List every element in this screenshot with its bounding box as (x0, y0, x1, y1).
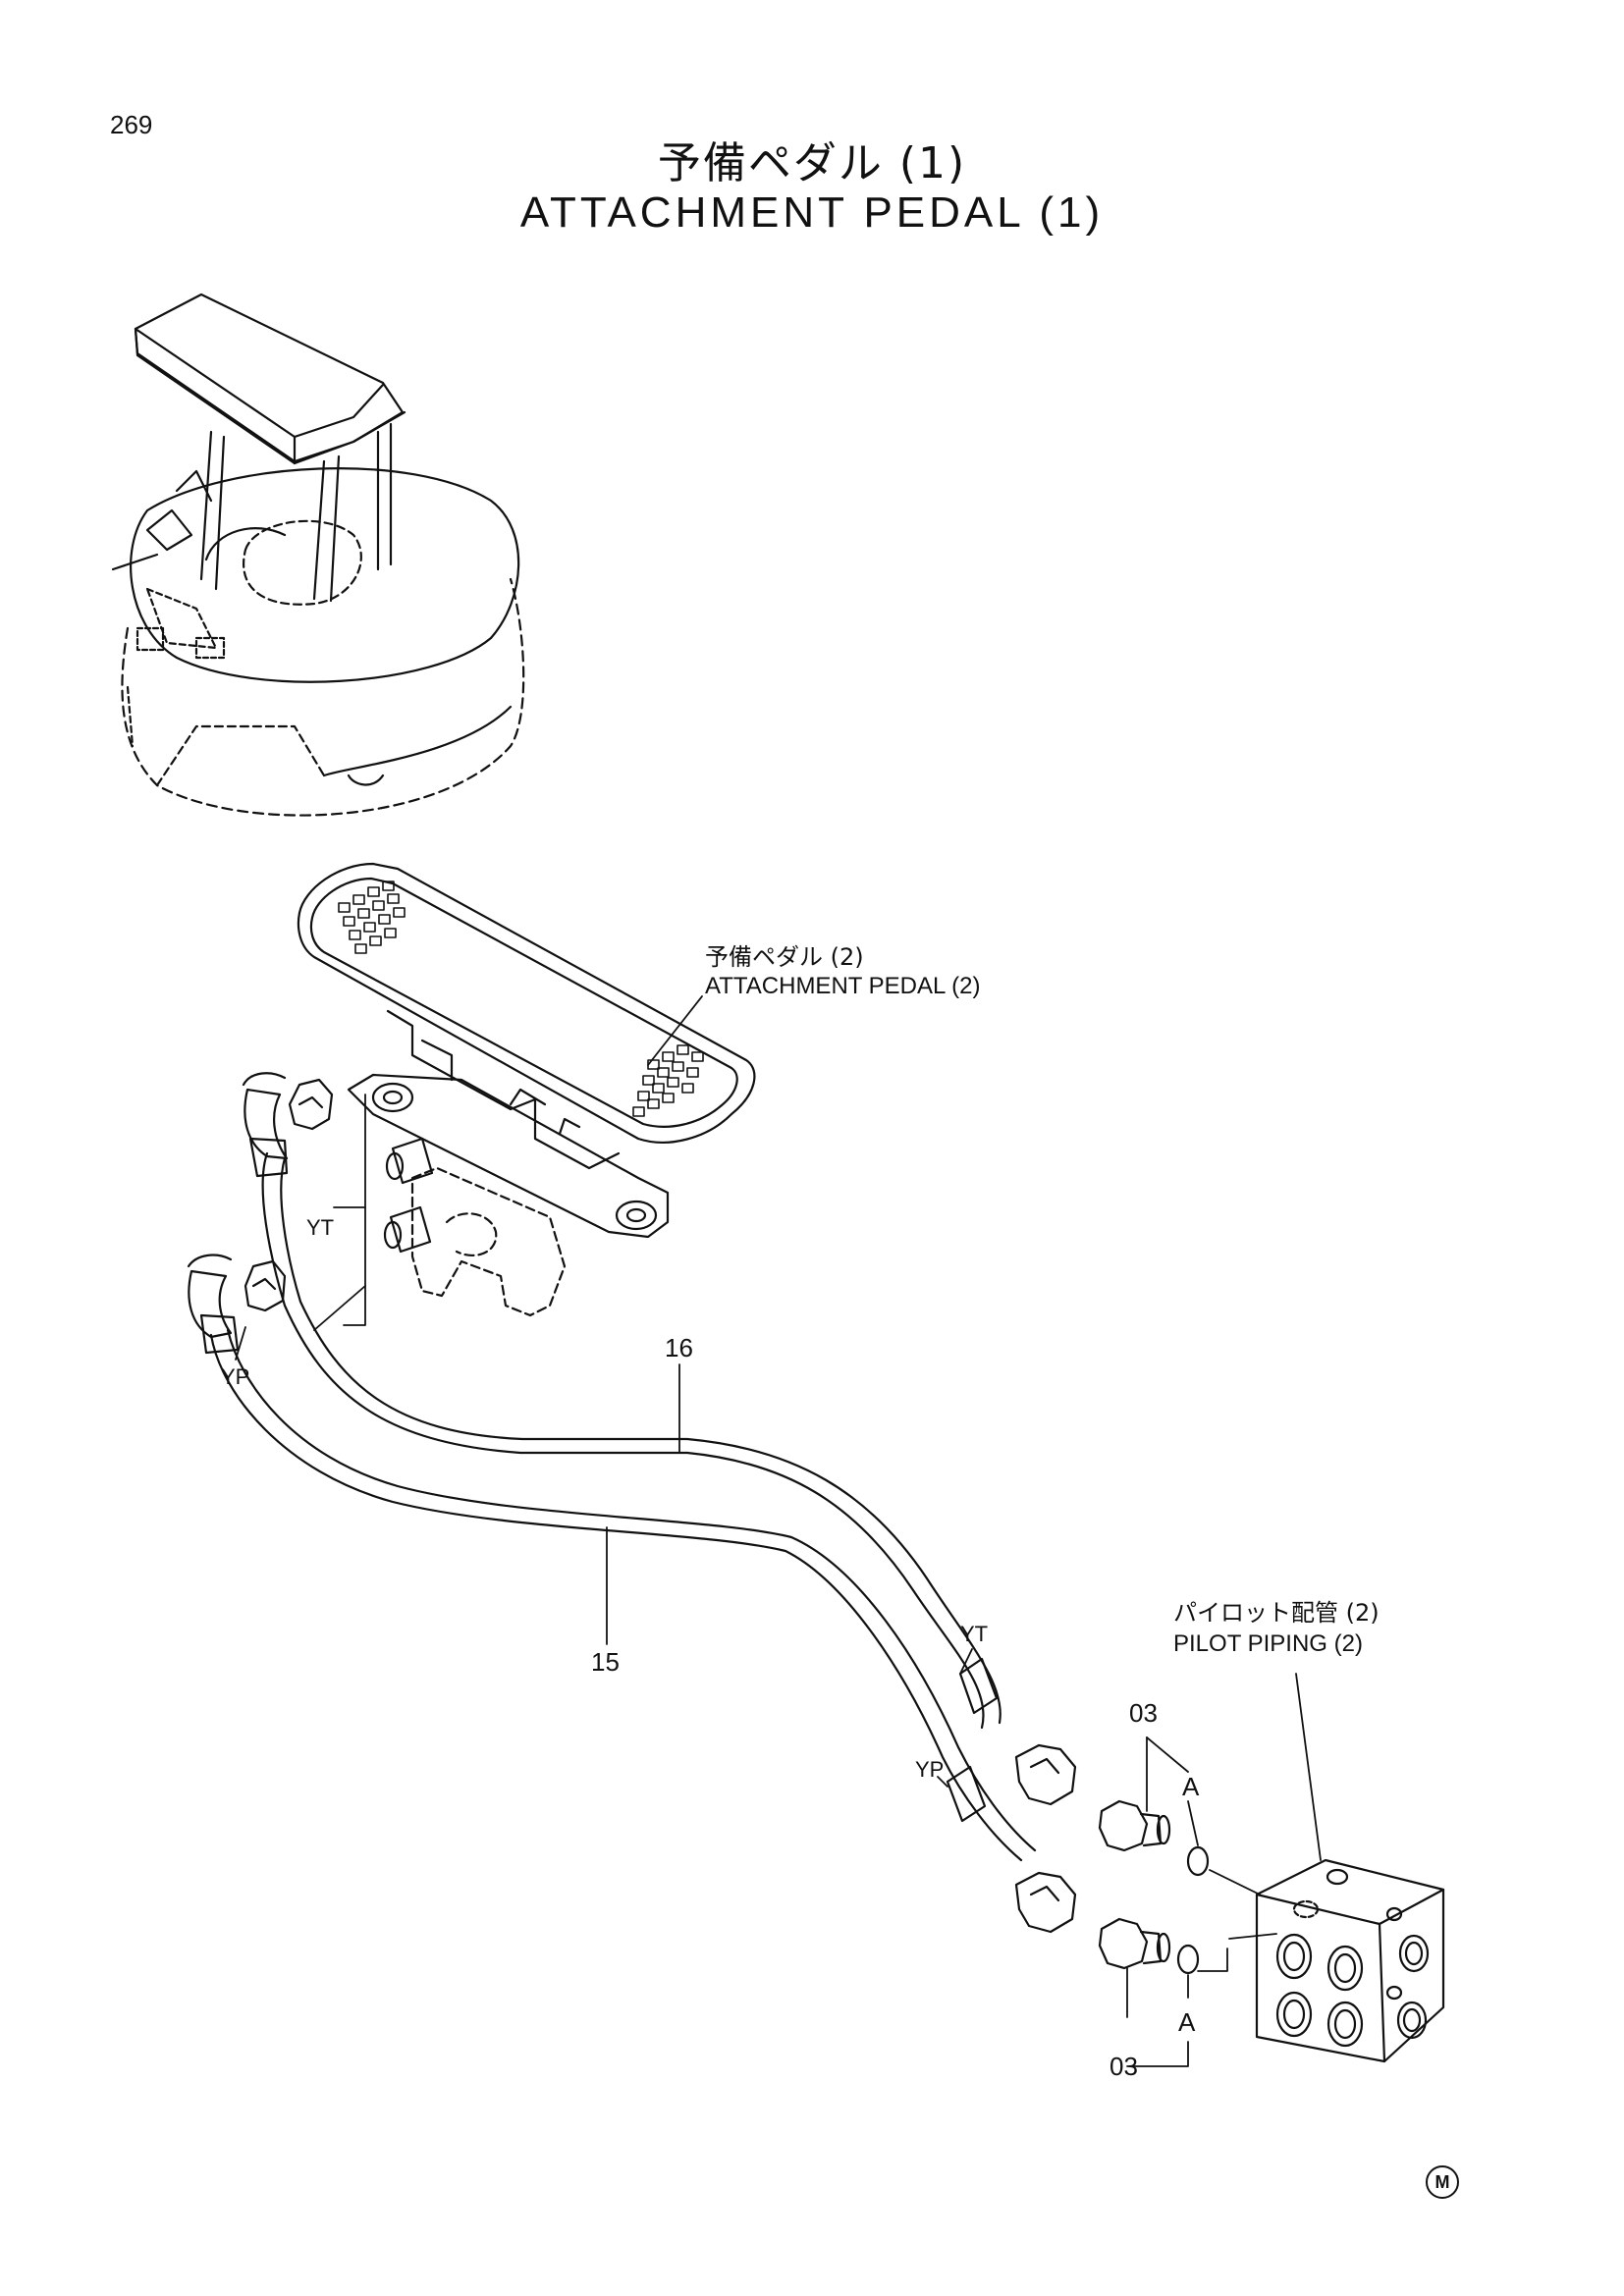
hose-end-fittings (946, 1657, 1077, 1934)
o-ring-top (1186, 1845, 1210, 1877)
callout-pilot-piping-2-jp: パイロット配管 (2) (1173, 1599, 1380, 1627)
page-number: 269 (110, 110, 153, 139)
part-number-03-top: 03 (1129, 1698, 1158, 1728)
adapter-03-top-illustration (1098, 1799, 1171, 1852)
hose-16-illustration (242, 1072, 1001, 1730)
corner-mark: M (1426, 2165, 1459, 2199)
adapter-03-bottom-illustration (1098, 1917, 1171, 1970)
callout-attachment-pedal-2-jp: 予備ペダル (2) (705, 943, 864, 971)
page-title-japanese: 予備ペダル (1) (657, 138, 967, 188)
o-ring-bottom (1176, 1944, 1200, 1975)
callout-attachment-pedal-2: ATTACHMENT PEDAL (2) (705, 973, 981, 999)
pilot-piping-block-illustration (1255, 1858, 1445, 2063)
part-number-03-bottom: 03 (1110, 2052, 1138, 2081)
attachment-pedal-illustration (297, 862, 756, 1317)
machine-overview-illustration (111, 293, 525, 817)
port-label-yt-bottom: YT (960, 1622, 989, 1646)
hose-15-illustration (187, 1254, 1037, 1862)
port-label-yp-bottom: YP (915, 1757, 945, 1782)
part-number-16: 16 (665, 1333, 693, 1362)
port-label-yp-top: YP (221, 1364, 250, 1389)
detail-label-a-bottom: A (1178, 2007, 1196, 2037)
leader-lines (235, 995, 1322, 2067)
page-title: ATTACHMENT PEDAL (1) (519, 188, 1105, 237)
callout-pilot-piping-2: PILOT PIPING (2) (1173, 1630, 1363, 1657)
detail-label-a-top: A (1182, 1772, 1200, 1801)
port-label-yt-top: YT (306, 1215, 335, 1240)
part-number-15: 15 (591, 1647, 620, 1677)
